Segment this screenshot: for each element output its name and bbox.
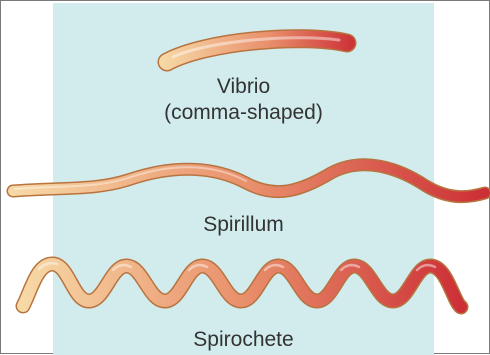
- vibrio-shape: [167, 38, 347, 62]
- spirochete-label: Spirochete: [53, 328, 434, 352]
- vibrio-label: Vibrio: [53, 75, 434, 99]
- spirillum-shape: [13, 165, 485, 197]
- vibrio-note-label: (comma-shaped): [53, 101, 434, 125]
- spirillum-label: Spirillum: [53, 213, 434, 237]
- spirochete-shape: [23, 263, 461, 307]
